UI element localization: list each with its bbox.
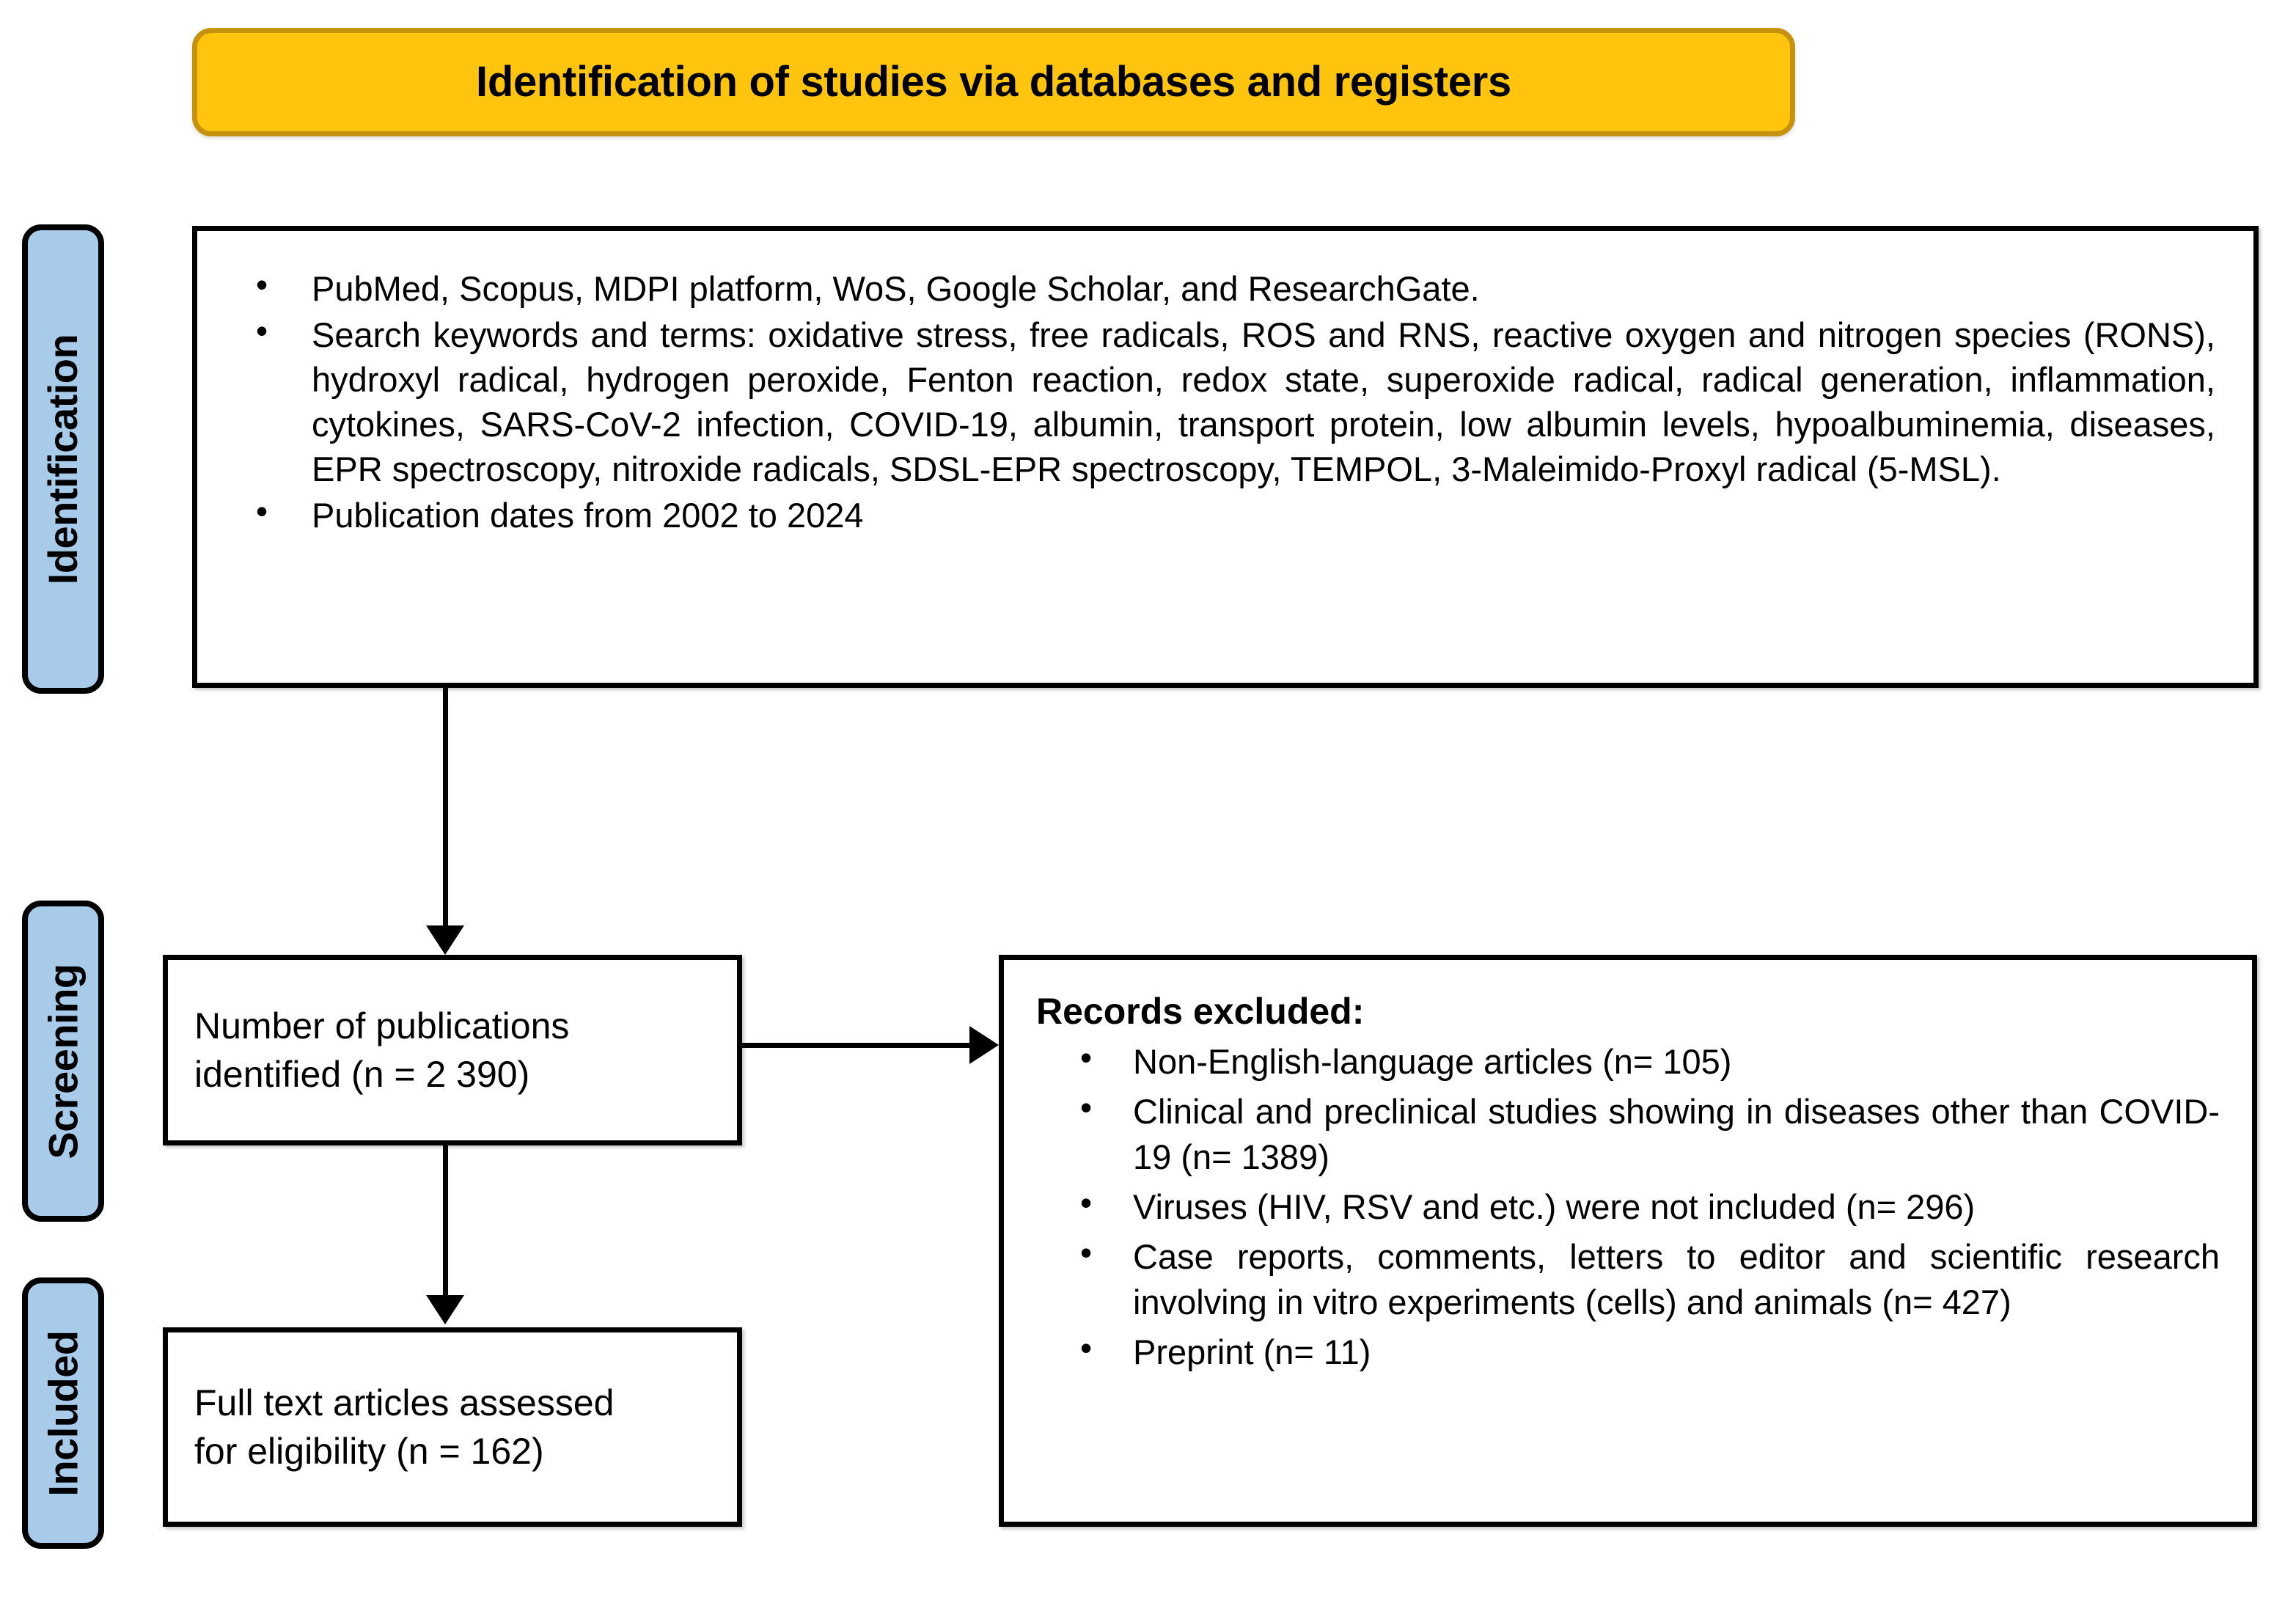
arrow-head-down-icon-2 (426, 1295, 464, 1324)
list-item: Clinical and preclinical studies showing… (1036, 1086, 2220, 1180)
list-item: Preprint (n= 11) (1036, 1327, 2220, 1375)
connector-identification-to-publications (443, 688, 448, 930)
list-item: Non-English-language articles (n= 105) (1036, 1036, 2220, 1085)
stage-label-identification: Identification (22, 224, 104, 694)
stage-label-screening-text: Screening (40, 963, 87, 1159)
publications-identified-box: Number of publications identified (n = 2… (163, 955, 742, 1145)
list-item: Viruses (HIV, RSV and etc.) were not inc… (1036, 1181, 2220, 1230)
list-item: PubMed, Scopus, MDPI platform, WoS, Goog… (235, 263, 2215, 311)
list-item: Case reports, comments, letters to edito… (1036, 1231, 2220, 1325)
list-item: Search keywords and terms: oxidative str… (235, 309, 2215, 491)
publications-text: Number of publications identified (n = 2… (194, 1002, 569, 1099)
records-excluded-list: Non-English-language articles (n= 105) C… (1036, 1036, 2220, 1375)
header-title: Identification of studies via databases … (476, 58, 1511, 106)
connector-publications-to-fulltext (443, 1145, 448, 1298)
arrow-head-right-icon (969, 1026, 999, 1064)
stage-label-identification-text: Identification (40, 334, 87, 584)
fulltext-articles-box: Full text articles assessed for eligibil… (163, 1327, 742, 1527)
identification-box: PubMed, Scopus, MDPI platform, WoS, Goog… (192, 226, 2259, 688)
stage-label-included: Included (22, 1277, 104, 1549)
publications-line-2: identified (n = 2 390) (194, 1054, 530, 1095)
header-banner: Identification of studies via databases … (192, 28, 1795, 136)
records-excluded-title: Records excluded: (1036, 991, 1365, 1032)
fulltext-line-2: for eligibility (n = 162) (194, 1431, 544, 1472)
connector-publications-to-excluded (742, 1043, 977, 1048)
stage-label-screening: Screening (22, 901, 104, 1222)
arrow-head-down-icon (426, 925, 464, 955)
identification-bullet-list: PubMed, Scopus, MDPI platform, WoS, Goog… (235, 263, 2215, 538)
stage-label-included-text: Included (40, 1330, 87, 1497)
fulltext-line-1: Full text articles assessed (194, 1382, 615, 1423)
records-excluded-box: Records excluded: Non-English-language a… (999, 955, 2257, 1527)
fulltext-text: Full text articles assessed for eligibil… (194, 1379, 614, 1475)
publications-line-1: Number of publications (194, 1005, 570, 1046)
list-item: Publication dates from 2002 to 2024 (235, 490, 2215, 538)
